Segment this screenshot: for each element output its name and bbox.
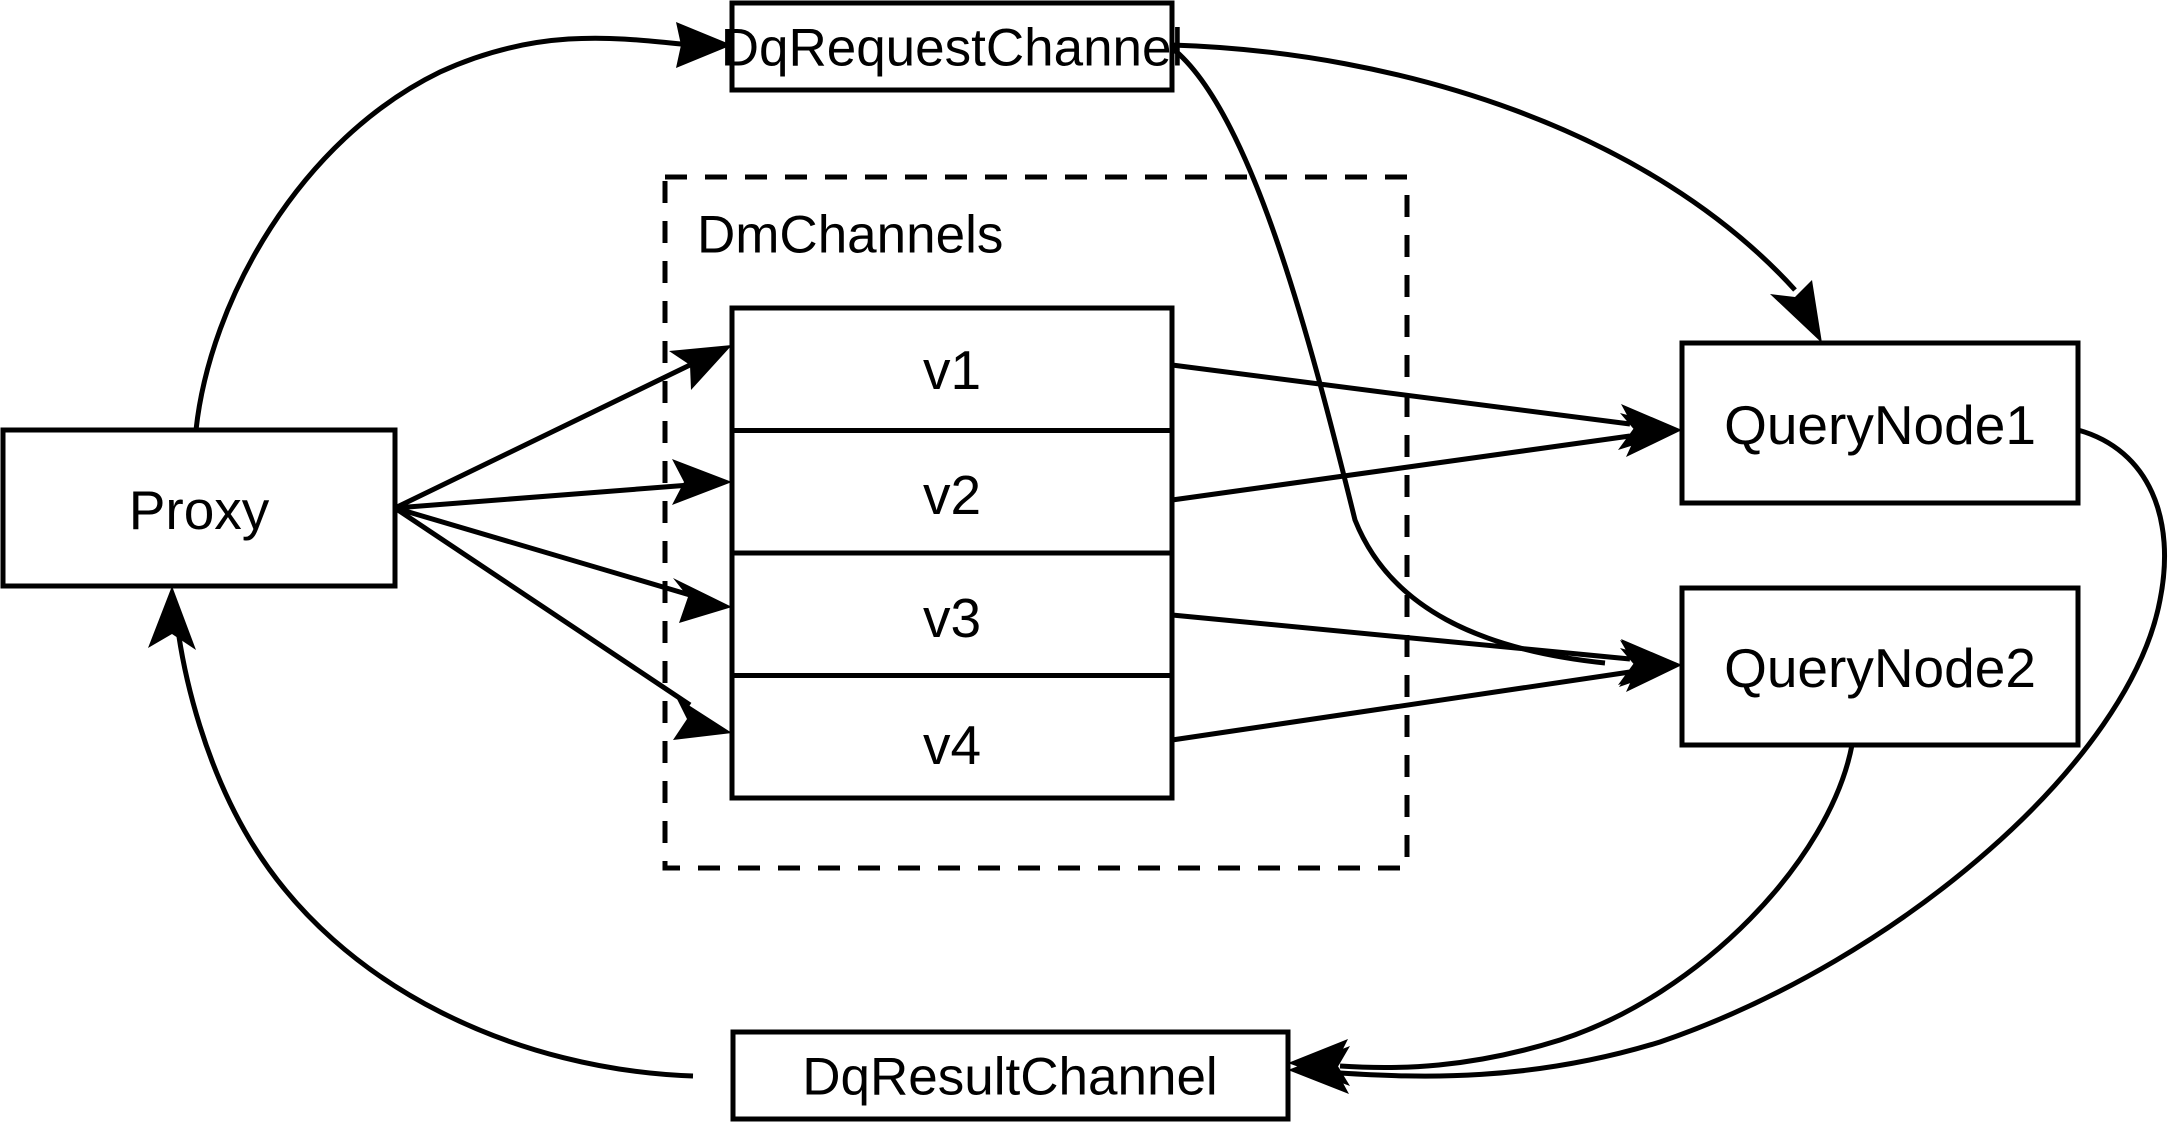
dmchannels-group-border [662, 174, 1410, 871]
dq-request-channel-box[interactable] [729, 0, 1175, 93]
edge-proxy-to-v1 [393, 362, 692, 511]
edge-v3-to-querynode2 [1171, 612, 1631, 662]
node-proxy[interactable]: Proxy [0, 427, 398, 589]
dmchannels-group-label: DmChannels [697, 206, 1003, 265]
arrowhead-dqresultchannel-to-proxy [148, 586, 196, 650]
proxy-box[interactable] [0, 427, 398, 589]
query-node-1-box[interactable] [1679, 340, 2081, 506]
node-query-node-1[interactable]: QueryNode1 [1679, 340, 2081, 506]
arrowhead-v2-to-querynode1 [1620, 413, 1682, 457]
arrowhead-dqrequestchannel-to-querynode1 [1770, 280, 1822, 343]
dq-result-channel-box[interactable] [730, 1029, 1291, 1122]
arrowhead-proxy-to-v4 [673, 697, 732, 740]
edge-proxy-to-v2 [394, 482, 691, 511]
node-dq-result-channel[interactable]: DqResultChannel [730, 1029, 1291, 1122]
arrowhead-querynode2-to-dqresultchannel [1288, 1039, 1350, 1086]
edge-v4-to-querynode2 [1171, 669, 1631, 743]
dmchannels-table[interactable]: v1 v2 v3 v4 [729, 305, 1175, 801]
edge-v2-to-querynode1 [1171, 433, 1631, 503]
arrowhead-proxy-to-dqrequestchannel [676, 22, 732, 68]
dmchannel-row-v2[interactable]: v2 [923, 464, 981, 526]
dmchannels-group: DmChannels [662, 174, 1410, 871]
edge-dqrequestchannel-to-querynode2 [1170, 46, 1606, 666]
edge-querynode1-to-dqresultchannel [1339, 427, 2168, 1079]
edge-proxy-to-dqrequestchannel [193, 35, 691, 431]
node-dq-request-channel[interactable]: DqRequestChannel [721, 0, 1184, 93]
node-query-node-2[interactable]: QueryNode2 [1679, 585, 2081, 748]
edge-proxy-to-v4 [393, 505, 692, 708]
dq-request-channel-label: DqRequestChannel [721, 19, 1184, 78]
arrowhead-v4-to-querynode2 [1620, 648, 1682, 692]
arrowhead-proxy-to-v2 [672, 459, 732, 505]
edge-layer [148, 22, 2168, 1094]
dmchannel-row-v4[interactable]: v4 [923, 714, 981, 776]
query-node-1-label: QueryNode1 [1724, 394, 2036, 456]
dmchannel-row-v3[interactable]: v3 [923, 587, 981, 649]
edge-proxy-to-v3 [394, 505, 691, 598]
proxy-label: Proxy [129, 479, 270, 541]
arrowhead-proxy-to-v1 [669, 345, 732, 390]
edge-v1-to-querynode1 [1171, 362, 1631, 427]
edge-dqrequestchannel-to-querynode1 [1171, 42, 1797, 292]
dmchannel-row-v1[interactable]: v1 [923, 339, 981, 401]
query-node-2-box[interactable] [1679, 585, 2081, 748]
query-node-2-label: QueryNode2 [1724, 637, 2036, 699]
edge-dqresultchannel-to-proxy [175, 629, 694, 1079]
arrowhead-proxy-to-v3 [673, 578, 732, 623]
dq-result-channel-label: DqResultChannel [802, 1048, 1217, 1107]
edge-querynode2-to-dqresultchannel [1339, 744, 1855, 1071]
